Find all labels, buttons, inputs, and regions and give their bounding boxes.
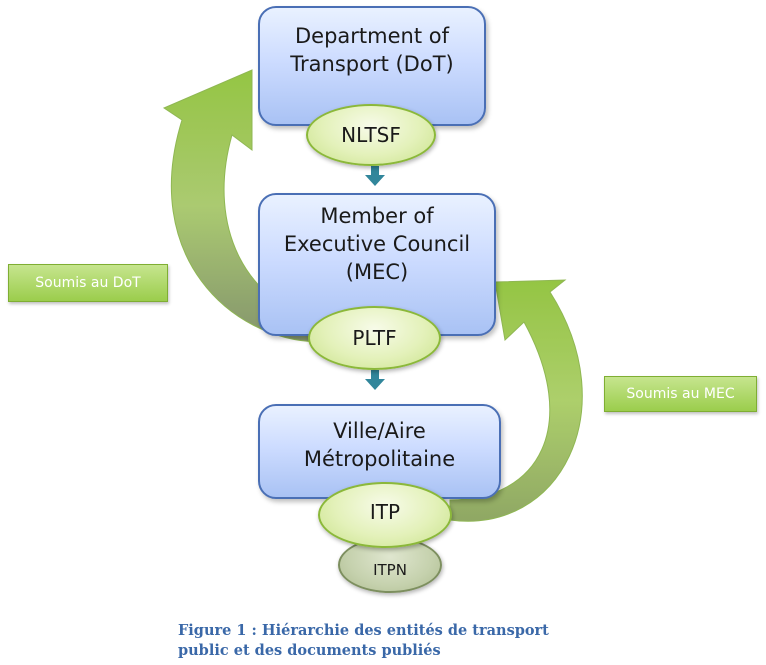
doc-pltf-label: PLTF bbox=[352, 326, 397, 350]
node-department-of-transport: Department of Transport (DoT) bbox=[258, 6, 486, 126]
curved-arrow-to-mec bbox=[449, 279, 583, 522]
doc-pltf: PLTF bbox=[308, 306, 441, 370]
connector-arrow-mec-city bbox=[365, 370, 385, 390]
doc-nltsf-label: NLTSF bbox=[341, 123, 401, 147]
note-submit-mec-label: Soumis au MEC bbox=[626, 386, 735, 402]
note-submit-mec: Soumis au MEC bbox=[604, 376, 757, 412]
doc-itp-label: ITP bbox=[369, 500, 401, 524]
note-submit-dot: Soumis au DoT bbox=[8, 264, 168, 302]
doc-itpn-label: ITPN bbox=[373, 561, 407, 579]
node-mec-label: Member of Executive Council (MEC) bbox=[283, 203, 471, 284]
node-city-label: Ville/Aire Métropolitaine bbox=[303, 418, 456, 471]
doc-nltsf: NLTSF bbox=[306, 104, 436, 166]
node-dot-label: Department of Transport (DoT) bbox=[290, 24, 454, 76]
figure-caption: Figure 1 : Hiérarchie des entités de tra… bbox=[178, 622, 549, 659]
connector-arrow-dot-mec bbox=[365, 166, 385, 186]
doc-itp: ITP bbox=[318, 482, 452, 548]
note-submit-dot-label: Soumis au DoT bbox=[35, 275, 141, 291]
